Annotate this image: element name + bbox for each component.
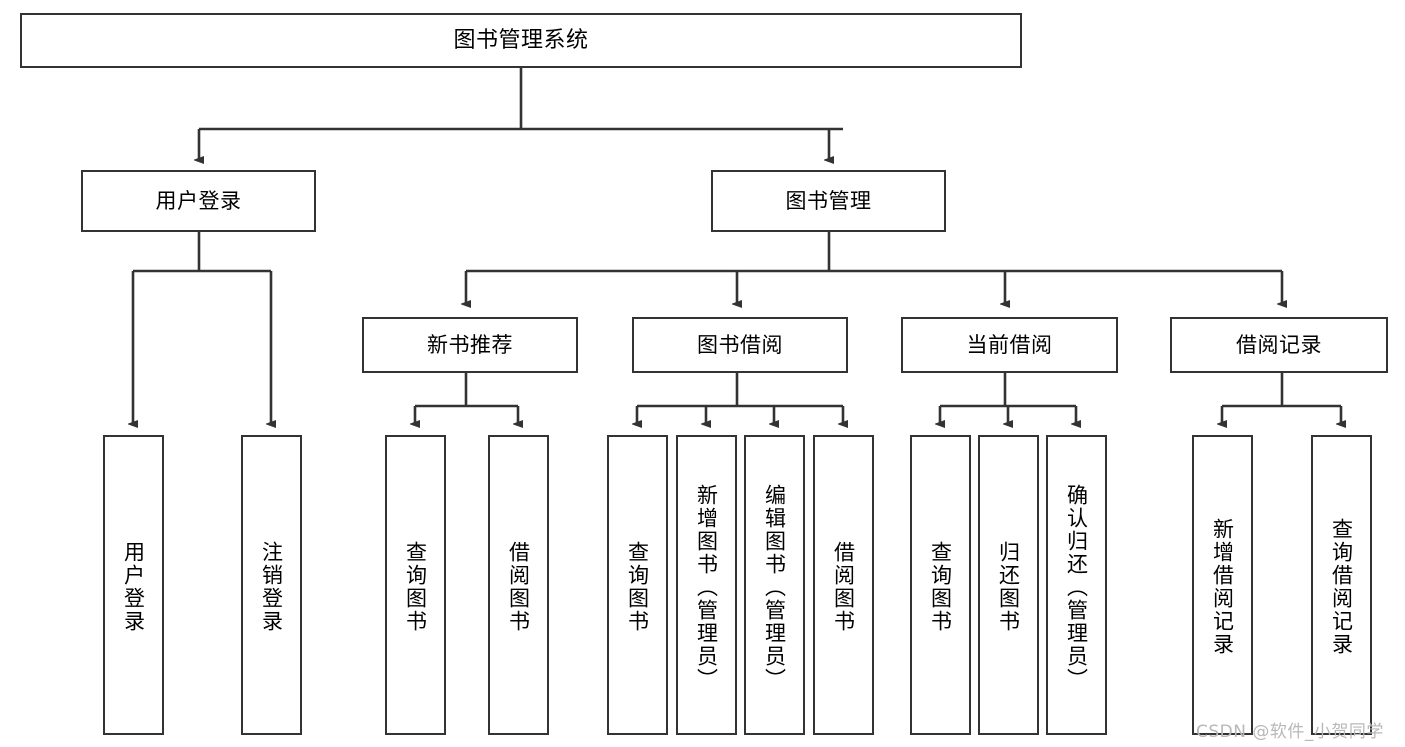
node-book-management[interactable]: 图书管理	[711, 170, 946, 232]
csdn-watermark: CSDN @软件_小贺同学	[1196, 722, 1384, 742]
leaf-borrow-add-book-admin-label: 新增图书（管理员）	[694, 483, 719, 691]
leaf-borrow-borrow-book[interactable]: 借阅图书	[813, 435, 874, 735]
node-book-borrow[interactable]: 图书借阅	[632, 317, 848, 373]
leaf-record-add-borrow-record[interactable]: 新增借阅记录	[1192, 435, 1253, 735]
leaf-borrow-query-book[interactable]: 查询图书	[607, 435, 668, 735]
leaf-borrow-borrow-book-label: 借阅图书	[831, 541, 856, 633]
leaf-record-query-borrow-record-label: 查询借阅记录	[1329, 518, 1354, 656]
node-borrow-record[interactable]: 借阅记录	[1170, 317, 1388, 373]
leaf-borrow-add-book-admin[interactable]: 新增图书（管理员）	[676, 435, 737, 735]
leaf-current-confirm-return-admin-label: 确认归还（管理员）	[1064, 483, 1089, 691]
leaf-logout-label: 注销登录	[259, 541, 284, 633]
leaf-newbook-query-book[interactable]: 查询图书	[385, 435, 446, 735]
leaf-record-add-borrow-record-label: 新增借阅记录	[1210, 518, 1235, 656]
node-current-borrow-label: 当前借阅	[966, 332, 1053, 357]
leaf-newbook-borrow-book[interactable]: 借阅图书	[488, 435, 549, 735]
node-user-login[interactable]: 用户登录	[81, 170, 316, 232]
node-new-book-recommend[interactable]: 新书推荐	[362, 317, 578, 373]
leaf-user-login-label: 用户登录	[121, 541, 146, 633]
leaf-current-confirm-return-admin[interactable]: 确认归还（管理员）	[1046, 435, 1107, 735]
leaf-record-query-borrow-record[interactable]: 查询借阅记录	[1311, 435, 1372, 735]
leaf-newbook-borrow-book-label: 借阅图书	[506, 541, 531, 633]
node-root[interactable]: 图书管理系统	[20, 13, 1022, 68]
node-new-book-recommend-label: 新书推荐	[427, 332, 513, 357]
leaf-current-return-book-label: 归还图书	[996, 541, 1021, 633]
leaf-newbook-query-book-label: 查询图书	[403, 541, 428, 633]
leaf-borrow-query-book-label: 查询图书	[625, 541, 650, 633]
leaf-borrow-edit-book-admin[interactable]: 编辑图书（管理员）	[744, 435, 805, 735]
leaf-current-query-book-label: 查询图书	[928, 541, 953, 633]
leaf-borrow-edit-book-admin-label: 编辑图书（管理员）	[762, 483, 787, 691]
node-book-borrow-label: 图书借阅	[697, 332, 783, 357]
leaf-current-query-book[interactable]: 查询图书	[910, 435, 971, 735]
node-user-login-label: 用户登录	[155, 188, 242, 213]
node-book-management-label: 图书管理	[785, 188, 872, 213]
node-current-borrow[interactable]: 当前借阅	[901, 317, 1118, 373]
leaf-user-login[interactable]: 用户登录	[103, 435, 164, 735]
node-root-label: 图书管理系统	[453, 27, 589, 53]
leaf-logout[interactable]: 注销登录	[241, 435, 302, 735]
leaf-current-return-book[interactable]: 归还图书	[978, 435, 1039, 735]
node-borrow-record-label: 借阅记录	[1236, 332, 1322, 357]
